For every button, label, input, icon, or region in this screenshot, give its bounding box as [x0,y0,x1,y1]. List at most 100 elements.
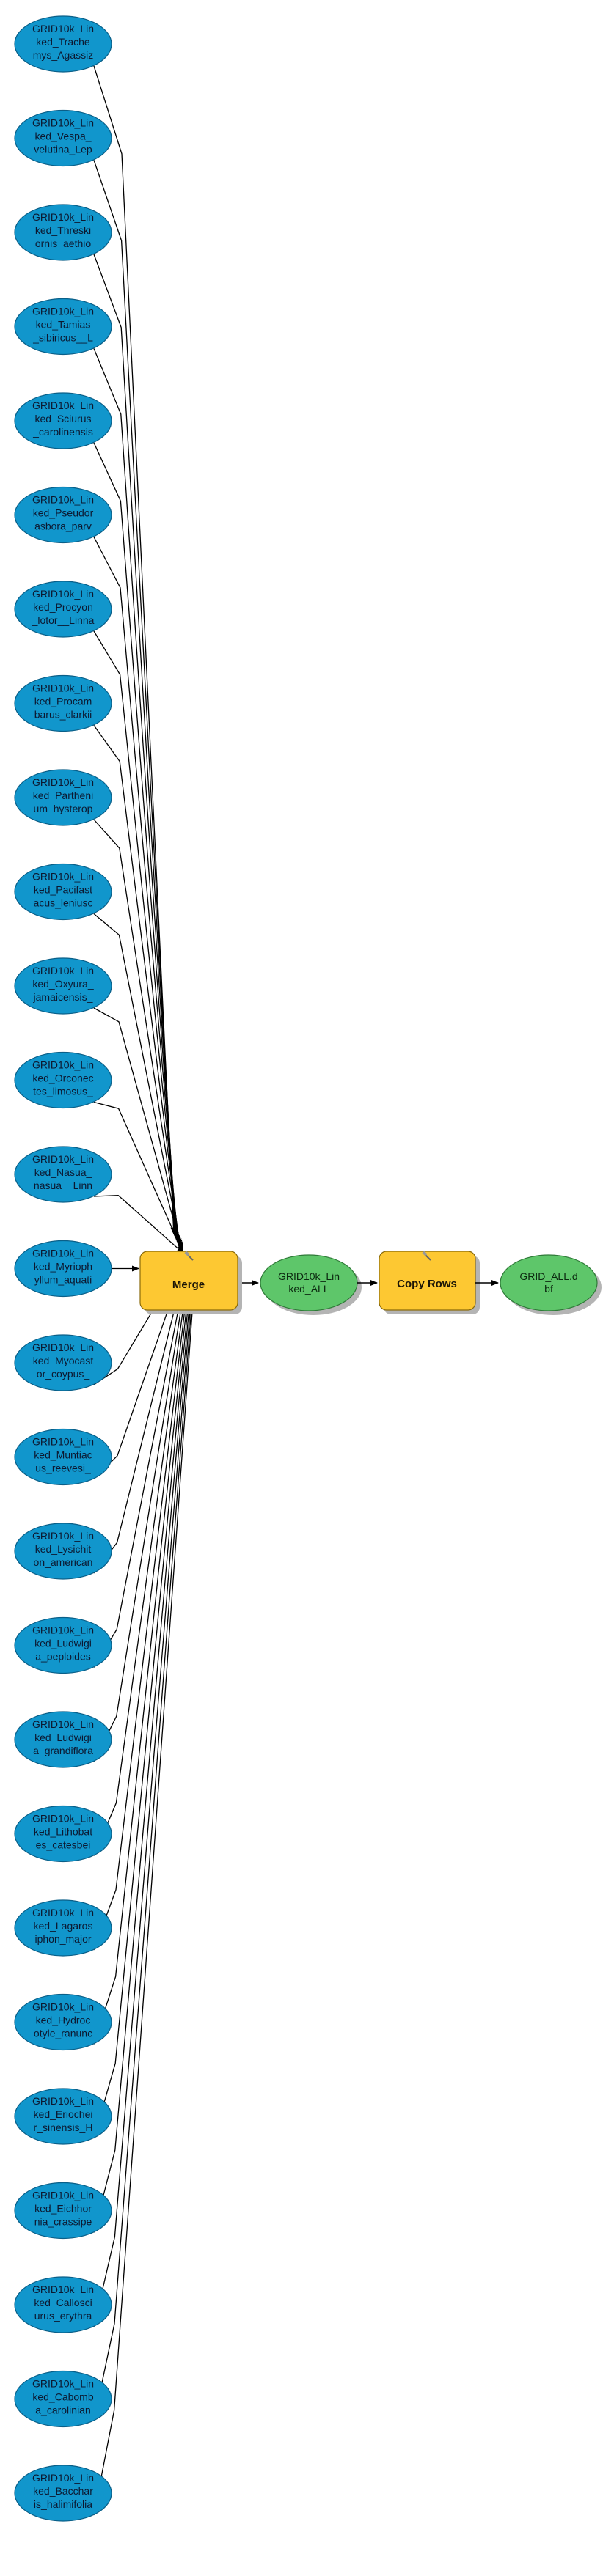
input-label-line-3: es_catesbei [36,1839,91,1851]
input-label-line-1: GRID10k_Lin [32,2190,94,2201]
input-label-line-2: ked_Ludwigi [34,1732,92,1743]
merge-process[interactable]: Merge [139,1251,242,1314]
output-line-2: bf [544,1283,553,1295]
input-label-line-2: ked_Sciurus [34,413,91,424]
input-label-line-2: ked_Procyon [33,601,93,613]
input-ellipse [14,1616,112,1674]
input-ellipse [14,581,112,638]
input-connector-5 [93,442,180,1242]
copy-rows-process[interactable]: Copy Rows [379,1251,480,1314]
input-label-line-1: GRID10k_Lin [32,494,94,506]
input-ellipse [14,1899,112,1957]
input-ellipse [14,486,112,544]
input-label-line-3: a_grandiflora [33,1745,93,1756]
input-ellipse [14,2088,112,2145]
input-label-line-2: ked_Lithobat [34,1826,92,1838]
input-label-line-2: ked_Oxyura_ [32,978,93,990]
input-label-line-2: ked_Nasua_ [34,1166,92,1178]
input-label-line-3: on_american [34,1556,93,1568]
input-connector-4 [93,348,179,1240]
input-label-line-1: GRID10k_Lin [32,1153,94,1165]
input-connector-10 [93,913,183,1250]
input-label-line-3: otyle_ranunc [34,2028,92,2039]
input-label-line-3: a_carolinian [35,2404,91,2416]
input-ellipse [14,2182,112,2240]
input-ellipse [14,1428,112,1486]
input-label-line-1: GRID10k_Lin [32,1907,94,1918]
input-layer: GRID10k_Linked_Trachemys_AgassizGRID10k_… [14,15,112,2522]
input-label-line-3: _sibiricus__L [32,332,93,344]
input-ellipse [14,204,112,261]
input-label-line-1: GRID10k_Lin [32,1059,94,1071]
input-label-line-2: ked_Trache [36,36,90,48]
input-ellipse [14,109,112,167]
input-label-line-2: ked_Eriochei [34,2108,93,2120]
copy-rows-label: Copy Rows [397,1278,457,1290]
input-label-line-2: ked_Muntiac [34,1449,92,1461]
input-label-line-1: GRID10k_Lin [32,306,94,317]
input-label-line-3: urus_erythra [34,2310,92,2322]
input-label-line-1: GRID10k_Lin [32,2378,94,2390]
input-ellipse [14,769,112,826]
input-label-line-3: asbora_parv [34,520,92,532]
input-label-line-2: ked_Ludwigi [34,1638,92,1649]
input-ellipse [14,1240,112,1298]
input-label-line-1: GRID10k_Lin [32,1248,94,1259]
input-label-line-1: GRID10k_Lin [32,2001,94,2013]
input-label-line-1: GRID10k_Lin [32,682,94,694]
intermediate-data-node[interactable]: GRID10k_Lin ked_ALL [260,1254,362,1315]
output-data-node[interactable]: GRID_ALL.d bf [500,1254,602,1315]
input-label-line-2: ked_Callosci [34,2297,92,2308]
input-ellipse [14,2465,112,2522]
input-label-line-2: ked_Partheni [33,790,94,801]
input-label-line-3: _carolinensis [32,426,93,438]
input-data-node-8[interactable]: GRID10k_Lin ked_Procam barus_clarkii [14,674,112,732]
merge-box [139,1251,238,1311]
input-ellipse [14,1711,112,1768]
input-label-line-3: acus_leniusc [34,897,93,909]
input-label-line-3: yllum_aquati [34,1274,92,1286]
merge-label: Merge [172,1278,205,1291]
input-connector-7 [93,630,181,1245]
hammer-icon [184,1251,194,1261]
input-connector-1 [93,65,177,1235]
input-label-line-2: ked_Myrioph [34,1261,92,1273]
input-label-line-3: barus_clarkii [34,709,92,721]
input-connector-12 [93,1101,183,1253]
input-label-line-2: ked_Orconec [32,1072,93,1084]
input-label-line-1: GRID10k_Lin [32,1624,94,1636]
input-ellipse [14,298,112,356]
input-ellipse [14,1146,112,1203]
input-label-line-1: GRID10k_Lin [32,2284,94,2295]
input-label-line-2: ked_Procam [34,696,92,707]
input-label-line-3: iphon_major [34,1933,91,1945]
input-ellipse [14,1334,112,1391]
input-data-node-25[interactable]: GRID10k_Lin ked_Callosci urus_erythra [14,2276,112,2333]
